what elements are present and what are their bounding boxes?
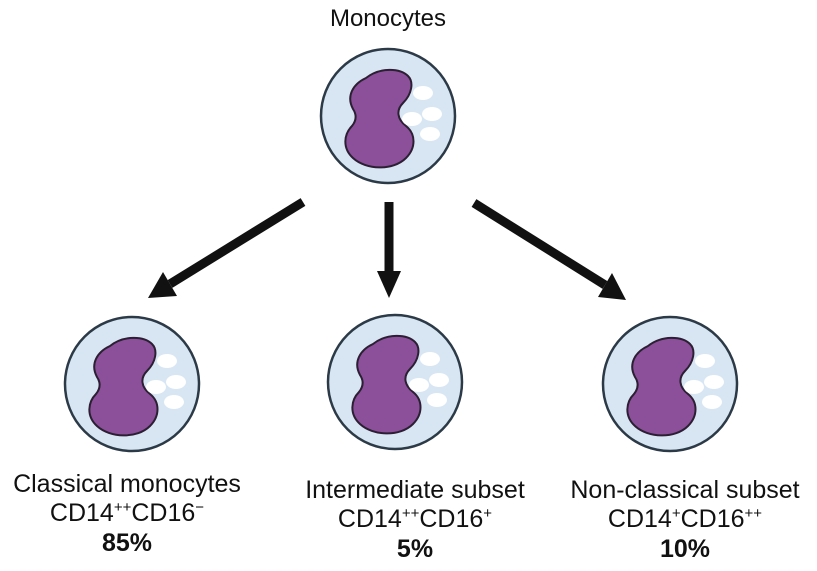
nonclassical-percent: 10%: [659, 534, 711, 563]
arrow-to-nonclassical: [471, 199, 626, 300]
intermediate-monocyte-cell: [326, 313, 464, 451]
arrow-to-intermediate: [377, 202, 401, 298]
classical-name: Classical monocytes: [13, 470, 241, 498]
classical-marker: CD14++CD16−: [49, 498, 205, 527]
parent-monocyte-cell: [319, 47, 457, 185]
nonclassical-name: Non-classical subset: [570, 476, 800, 504]
intermediate-subset-label: Intermediate subset CD14++CD16+ 5%: [285, 476, 545, 564]
nonclassical-monocyte-cell: [601, 315, 739, 453]
nonclassical-subset-label: Non-classical subset CD14+CD16++ 10%: [554, 476, 816, 564]
nonclassical-marker: CD14+CD16++: [607, 504, 763, 533]
arrow-to-classical: [148, 198, 306, 298]
intermediate-percent: 5%: [396, 534, 434, 563]
diagram-title: Monocytes: [329, 5, 447, 32]
intermediate-marker: CD14++CD16+: [337, 504, 493, 533]
classical-subset-label: Classical monocytes CD14++CD16− 85%: [2, 470, 252, 558]
classical-monocyte-cell: [63, 315, 201, 453]
intermediate-name: Intermediate subset: [305, 476, 525, 504]
classical-percent: 85%: [101, 528, 153, 557]
